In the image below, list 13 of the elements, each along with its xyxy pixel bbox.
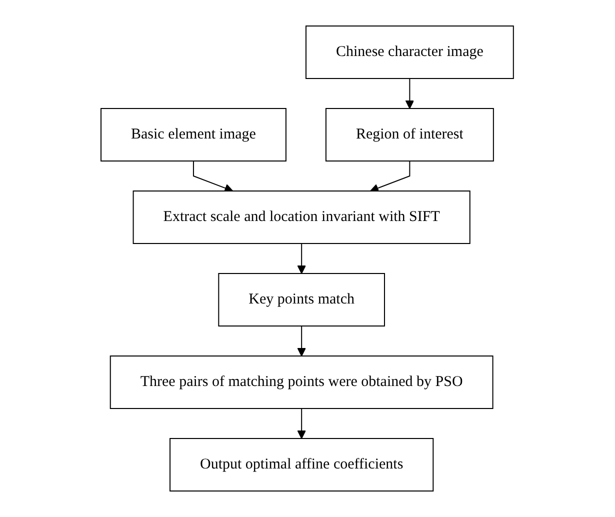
node-box: Key points match xyxy=(218,273,386,326)
node-box: Region of interest xyxy=(326,108,494,162)
node-box: Basic element image xyxy=(100,108,287,162)
node-box: Extract scale and location invariant with SIFT xyxy=(133,190,471,244)
node-box: Three pairs of matching points were obtained by PSO xyxy=(110,356,494,409)
arrow xyxy=(370,160,410,192)
node-box: Output optimal affine coefficients xyxy=(170,438,434,492)
node-box: Chinese character image xyxy=(306,26,514,79)
arrow xyxy=(297,408,306,439)
arrow xyxy=(297,243,306,274)
arrow xyxy=(406,78,414,109)
arrow xyxy=(193,160,234,192)
arrow xyxy=(297,326,306,356)
